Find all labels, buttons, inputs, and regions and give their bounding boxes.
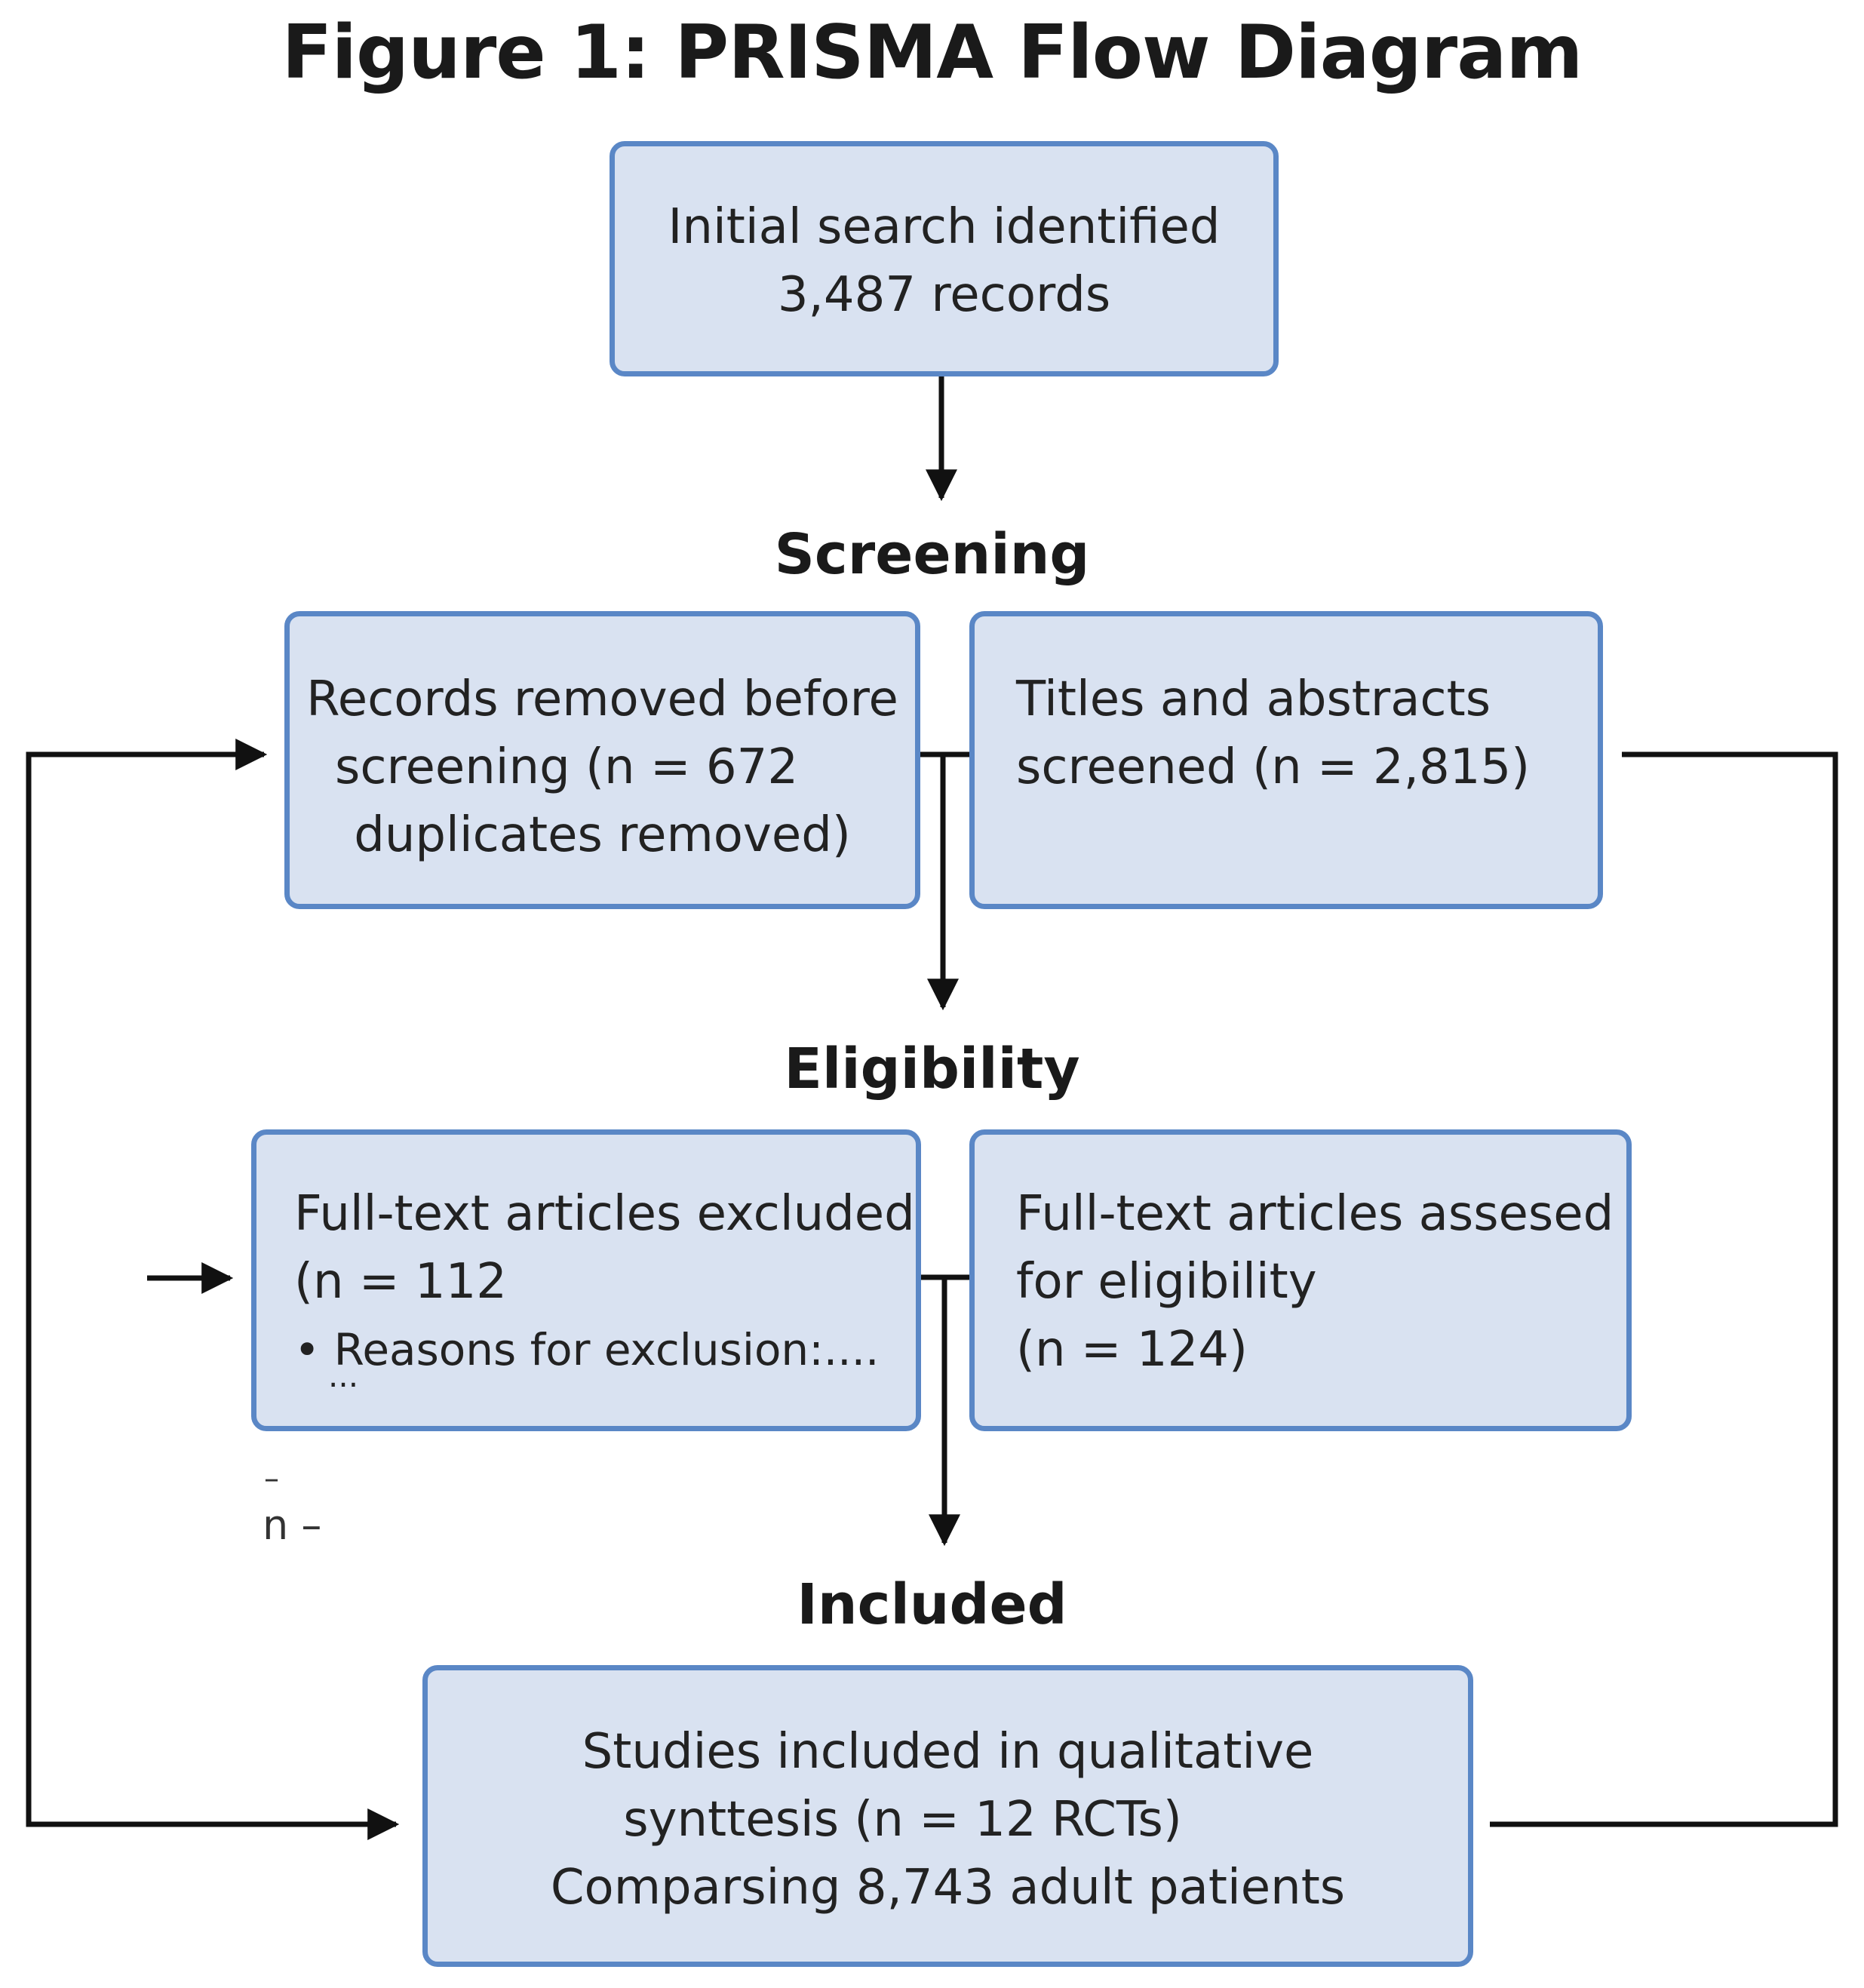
- studies-included-line-1: Studies included in qualitative: [582, 1724, 1314, 1780]
- exclusion-reasons-item: • Reasons for exclusion:....: [294, 1316, 916, 1384]
- initial-search-line-1: Initial search identified: [668, 199, 1221, 255]
- screening-label: Screening: [774, 522, 1090, 587]
- initial-search-box: Initial search identified 3,487 records: [610, 141, 1279, 376]
- studies-included-line-3: Comparsing 8,743 adult patients: [550, 1860, 1346, 1916]
- fulltext-excluded-box: Full-text articles excluded (n = 112 • R…: [251, 1129, 921, 1431]
- bullet-icon: •: [294, 1324, 334, 1375]
- included-label: Included: [797, 1572, 1067, 1637]
- records-removed-line-1: Records removed before: [306, 671, 898, 727]
- fulltext-assessed-line-1: Full-text articles assesed: [1016, 1186, 1614, 1242]
- fulltext-assessed-line-3: (n = 124): [1016, 1322, 1248, 1378]
- figure-title: Figure 1: PRISMA Flow Diagram: [281, 10, 1583, 96]
- records-removed-line-3: duplicates removed): [354, 807, 851, 863]
- exclusion-reasons-ellipsis: ...: [328, 1357, 359, 1394]
- fulltext-excluded-line-2: (n = 112: [294, 1254, 507, 1310]
- fulltext-assessed-line-2: for eligibility: [1016, 1254, 1317, 1310]
- records-removed-line-2: screening (n = 672: [335, 739, 799, 795]
- records-removed-box: Records removed before screening (n = 67…: [284, 611, 920, 909]
- right-loop-line: [1490, 751, 1838, 1827]
- stray-dash: –: [264, 1461, 279, 1496]
- fulltext-assessed-box: Full-text articles assesed for eligibili…: [969, 1129, 1632, 1431]
- titles-screened-line-2: screened (n = 2,815): [1016, 739, 1531, 795]
- titles-screened-box: Titles and abstracts screened (n = 2,815…: [969, 611, 1603, 909]
- eligibility-label: Eligibility: [784, 1037, 1080, 1102]
- studies-included-box: Studies included in qualitative synttesi…: [422, 1665, 1473, 1967]
- studies-included-line-2: synttesis (n = 12 RCTs): [623, 1792, 1182, 1848]
- fulltext-excluded-line-1: Full-text articles excluded: [294, 1186, 915, 1242]
- stray-n-dash: n –: [263, 1501, 322, 1549]
- titles-screened-line-1: Titles and abstracts: [1016, 671, 1491, 727]
- initial-search-line-2: 3,487 records: [777, 267, 1111, 323]
- exclusion-reasons-text: Reasons for exclusion:....: [333, 1324, 880, 1375]
